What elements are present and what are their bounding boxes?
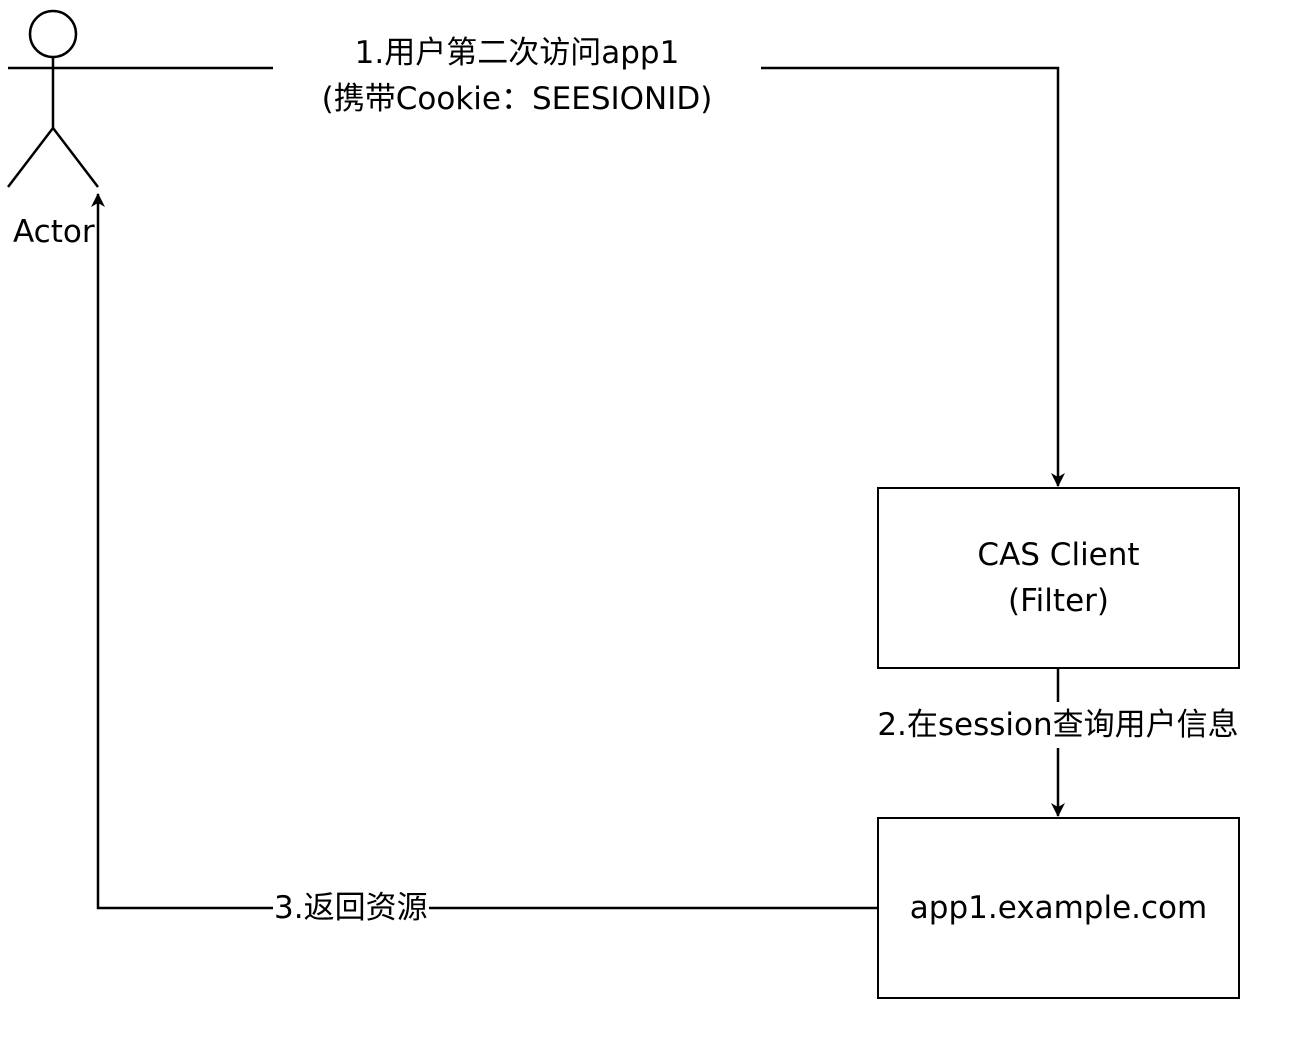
app1-node-label: app1.example.com <box>909 890 1208 926</box>
actor-figure-icon[interactable] <box>7 9 99 188</box>
actor-label: Actor <box>13 214 95 250</box>
edge-step1-line <box>98 66 1065 487</box>
edge-step3-label: 3.返回资源 <box>273 885 429 931</box>
cas-client-node[interactable]: CAS Client (Filter) <box>877 487 1240 669</box>
edge-step1-label-line1: 1.用户第二次访问app1 <box>354 35 680 71</box>
edge-step3-line <box>91 193 878 910</box>
edge-step1-label-line2: (携带Cookie：SEESIONID) <box>321 81 713 117</box>
cas-client-node-title: CAS Client <box>977 537 1140 573</box>
edge-step1-label: 1.用户第二次访问app1 (携带Cookie：SEESIONID) <box>273 30 761 122</box>
cas-client-node-subtitle: (Filter) <box>1008 583 1109 619</box>
edge-step2-label: 2.在session查询用户信息 <box>856 702 1260 748</box>
app1-node[interactable]: app1.example.com <box>877 817 1240 999</box>
